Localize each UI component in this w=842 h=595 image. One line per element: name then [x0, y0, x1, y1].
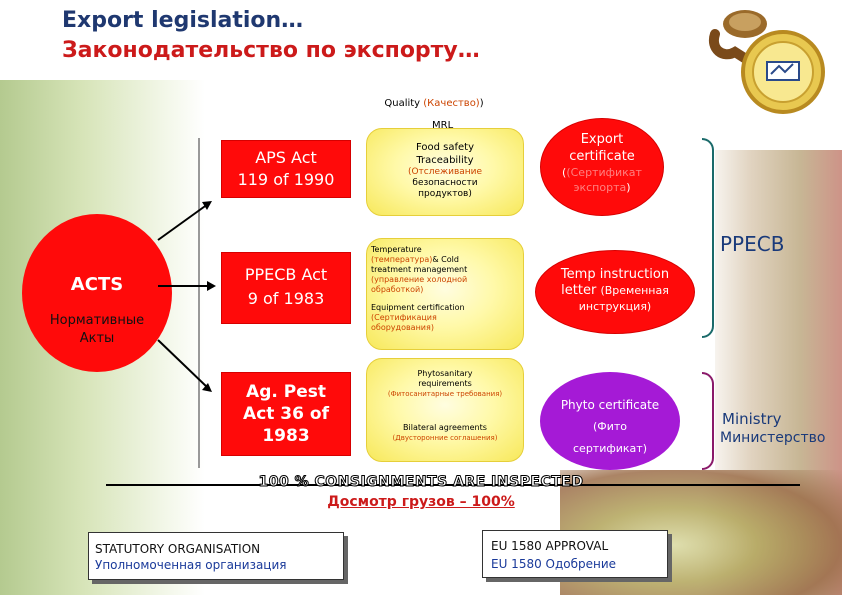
divider-line	[198, 138, 200, 468]
ag-pest-act-box: Ag. Pest Act 36 of 1983	[221, 372, 351, 456]
page-title: Export legislation…	[62, 8, 304, 33]
aps-act-box: APS Act 119 of 1990	[221, 140, 351, 198]
phyto-certificate-box: Phyto certificate (Фито сертификат)	[540, 372, 680, 470]
ppecb-act-box: PPECB Act 9 of 1983	[221, 252, 351, 324]
statutory-box: STATUTORY ORGANISATION Уполномоченная ор…	[88, 532, 344, 580]
temp-instruction-box: Temp instruction letter (Временная инстр…	[535, 250, 695, 334]
food-safety-box: Food safety Traceability (Отслеживание б…	[366, 128, 524, 216]
acts-circle	[22, 214, 172, 372]
quality-label: Quality (Качество))	[384, 98, 484, 109]
eu-approval-box: EU 1580 APPROVAL EU 1580 Одобрение	[482, 530, 668, 578]
ppecb-bracket	[702, 138, 714, 338]
inspected-label: 100 % CONSIGNMENTS ARE INSPECTED	[258, 474, 584, 491]
acts-label: ACTS	[70, 274, 124, 295]
inspected-ru-label: Досмотр грузов – 100%	[327, 494, 515, 510]
stamp-seal-icon	[705, 4, 835, 116]
arrow-icon	[157, 201, 216, 392]
separator-line	[106, 484, 800, 486]
ppecb-label: PPECB	[720, 232, 785, 256]
phyto-box: Phytosanitary requirements (Фитосанитарн…	[366, 358, 524, 462]
export-certificate-box: Export certificate ((Сертификат экспорта…	[540, 118, 664, 216]
temperature-box: Temperature (температура)& Cold treatmen…	[366, 238, 524, 350]
ministry-ru-label: Министерство	[720, 430, 826, 446]
ministry-label: Ministry	[722, 410, 782, 428]
acts-ru-label: Нормативные Акты	[49, 313, 145, 346]
ministry-bracket	[702, 372, 714, 470]
mrl-label: MRL	[432, 120, 454, 131]
page-subtitle: Законодательство по экспорту…	[62, 38, 480, 63]
